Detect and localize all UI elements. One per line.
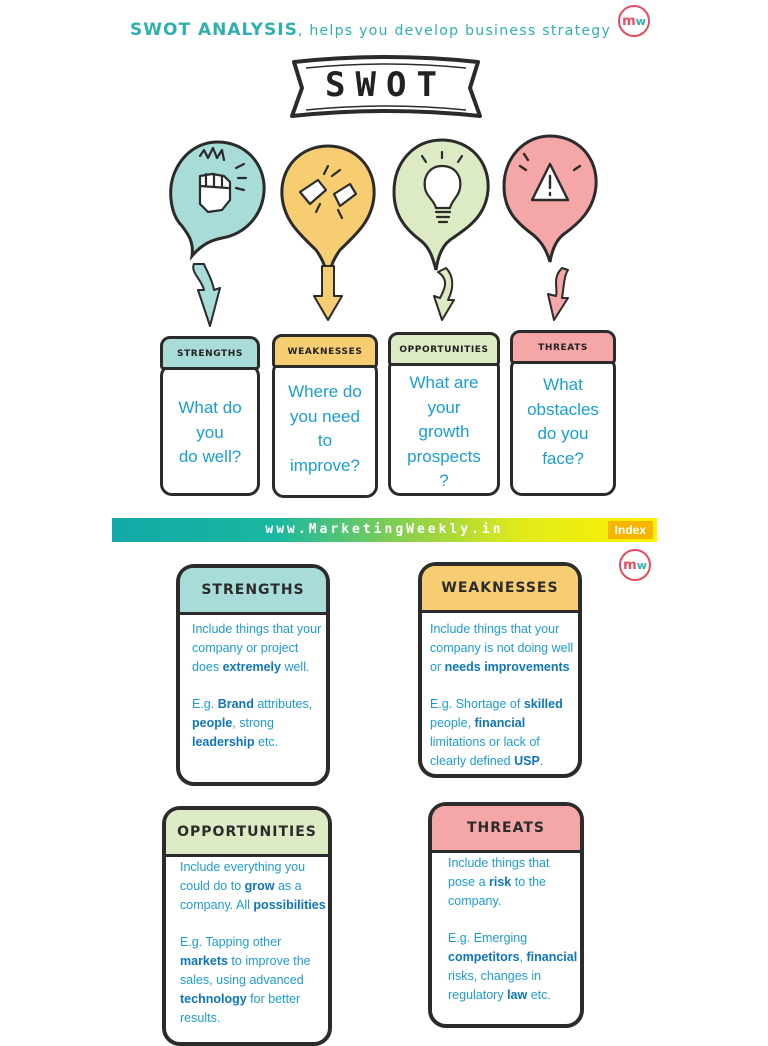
- strengths-arrow: [192, 263, 221, 327]
- strengths-detail-card: STRENGTHS Include things that your compa…: [176, 564, 330, 786]
- weaknesses-detail-title: WEAKNESSES: [422, 566, 578, 613]
- broken-chain-icon: [298, 164, 358, 220]
- weaknesses-arrow: [313, 265, 343, 321]
- strengths-detail-title: STRENGTHS: [180, 568, 326, 615]
- weaknesses-card-question: Where do you need to improve?: [275, 380, 375, 478]
- strengths-detail-desc: Include things that your company or proj…: [192, 622, 322, 674]
- opportunities-question-text: What are your growth prospects ?: [407, 373, 481, 490]
- threats-question-text: What obstacles do you face?: [527, 375, 599, 468]
- weaknesses-question-text: Where do you need to improve?: [288, 382, 362, 475]
- opportunities-pin: [392, 138, 490, 271]
- opportunities-detail-example: E.g. Tapping other markets to improve th…: [180, 935, 311, 1025]
- weaknesses-detail-body: Include things that your company is not …: [430, 620, 578, 789]
- page-title: SWOT ANALYSIS, helps you develop busines…: [130, 20, 611, 40]
- strengths-card-label: STRENGTHS: [160, 336, 260, 370]
- threats-detail-example: E.g. Emerging competitors, financial ris…: [448, 931, 578, 1002]
- threats-arrow: [547, 267, 569, 321]
- threats-question-card: [510, 356, 616, 496]
- lightbulb-icon: [420, 150, 464, 224]
- weaknesses-detail-card: WEAKNESSES Include things that your comp…: [418, 562, 582, 778]
- banner-text: SWOT: [325, 65, 447, 105]
- brand-logo-m: m: [622, 14, 636, 29]
- website-strip: www.MarketingWeekly.in Index: [112, 518, 657, 542]
- index-button[interactable]: Index: [607, 521, 653, 539]
- weaknesses-detail-desc: Include things that your company is not …: [430, 622, 574, 674]
- opportunities-arrow: [433, 267, 455, 321]
- weaknesses-detail-example: E.g. Shortage of skilled people, financi…: [430, 697, 563, 768]
- warning-triangle-icon: [518, 152, 582, 202]
- threats-card-label: THREATS: [510, 330, 616, 364]
- brand-logo-bottom-w: w: [636, 559, 647, 572]
- threats-detail-desc: Include things that pose a risk to the c…: [448, 856, 550, 908]
- brand-logo-bottom: mw: [619, 549, 651, 581]
- strengths-question-text: What do you do well?: [178, 398, 242, 466]
- page-title-subtitle: , helps you develop business strategy: [297, 23, 612, 39]
- swot-pins-graphic: [169, 134, 598, 327]
- opportunities-detail-title: OPPORTUNITIES: [166, 810, 328, 857]
- threats-detail-title: THREATS: [432, 806, 580, 853]
- opportunities-card-question: What are your growth prospects ?: [391, 371, 497, 494]
- swot-banner: SWOT: [286, 50, 486, 126]
- opportunities-card-label: OPPORTUNITIES: [388, 332, 500, 366]
- weaknesses-card-label: WEAKNESSES: [272, 334, 378, 368]
- strengths-detail-example: E.g. Brand attributes, people, strong le…: [192, 697, 313, 749]
- website-url[interactable]: www.MarketingWeekly.in: [265, 522, 504, 537]
- brand-logo-bottom-m: m: [623, 558, 637, 573]
- opportunities-detail-body: Include everything you could do to grow …: [180, 858, 326, 1046]
- strengths-question-card: [160, 364, 260, 496]
- opportunities-detail-desc: Include everything you could do to grow …: [180, 860, 326, 912]
- strengths-card-question: What do you do well?: [163, 396, 257, 470]
- opportunities-question-card: [388, 356, 500, 496]
- threats-pin: [502, 134, 598, 263]
- brand-logo: mw: [618, 5, 650, 37]
- raised-fist-icon: [198, 146, 248, 214]
- threats-detail-card: THREATS Include things that pose a risk …: [428, 802, 584, 1028]
- opportunities-detail-card: OPPORTUNITIES Include everything you cou…: [162, 806, 332, 1046]
- page-title-bold: SWOT ANALYSIS: [130, 20, 298, 40]
- strengths-detail-body: Include things that your company or proj…: [192, 620, 322, 770]
- brand-logo-w: w: [635, 15, 646, 28]
- weaknesses-pin: [280, 144, 376, 279]
- threats-card-question: What obstacles do you face?: [513, 373, 613, 471]
- strengths-pin: [169, 140, 266, 262]
- banner-ribbon-shape: [290, 55, 482, 118]
- threats-detail-body: Include things that pose a risk to the c…: [448, 854, 580, 1023]
